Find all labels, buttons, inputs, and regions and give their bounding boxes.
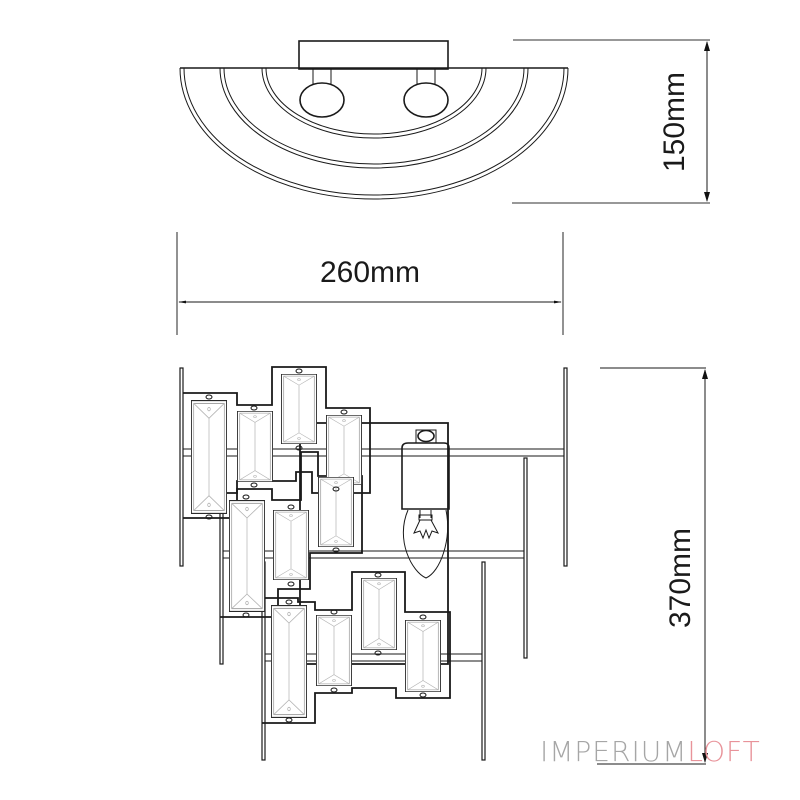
brand-watermark: IMPERIUMLOFT [540,735,761,768]
arc-middle [219,67,529,169]
front-view [179,366,568,761]
backing-outline [220,451,363,618]
crystal-panel [405,620,441,692]
filament-icon [413,510,440,540]
crystal-panel [229,500,265,612]
backing-outline [299,422,449,665]
top-view [179,40,569,200]
height-label: 370mm [664,528,697,628]
frame-bar-middle [223,550,524,559]
watermark-part2: LOFT [687,735,760,768]
candle-bulb-icon [403,509,449,579]
dimension-width: 260mm [176,232,564,335]
crystal-panel [361,578,397,650]
backing-outline [262,571,451,724]
wall-plate [298,40,449,70]
hanging-rings [205,368,427,723]
depth-label: 150mm [658,72,691,172]
crystal-panel [237,411,273,482]
dimension-depth: 150mm [512,39,710,204]
arc-outer [179,67,569,200]
bulb-holder-right [403,69,449,118]
crystal-panel [326,415,362,485]
arc-inner [261,67,487,139]
crystal-panel [273,510,309,580]
dimension-height: 370mm [597,367,708,765]
crystal-panel [271,605,307,718]
bulb-holder-left [299,69,345,118]
frame-rod [481,561,486,761]
frame-rod [523,457,528,659]
bulb-assembly [401,429,450,579]
frame-rod [563,367,568,567]
crystal-panel [316,615,352,686]
width-label: 260mm [320,256,420,289]
crystal-panel [191,400,227,514]
crystal-panel [281,374,317,444]
frame-rod [179,367,184,567]
watermark-part1: IMPERIUM [540,735,687,768]
